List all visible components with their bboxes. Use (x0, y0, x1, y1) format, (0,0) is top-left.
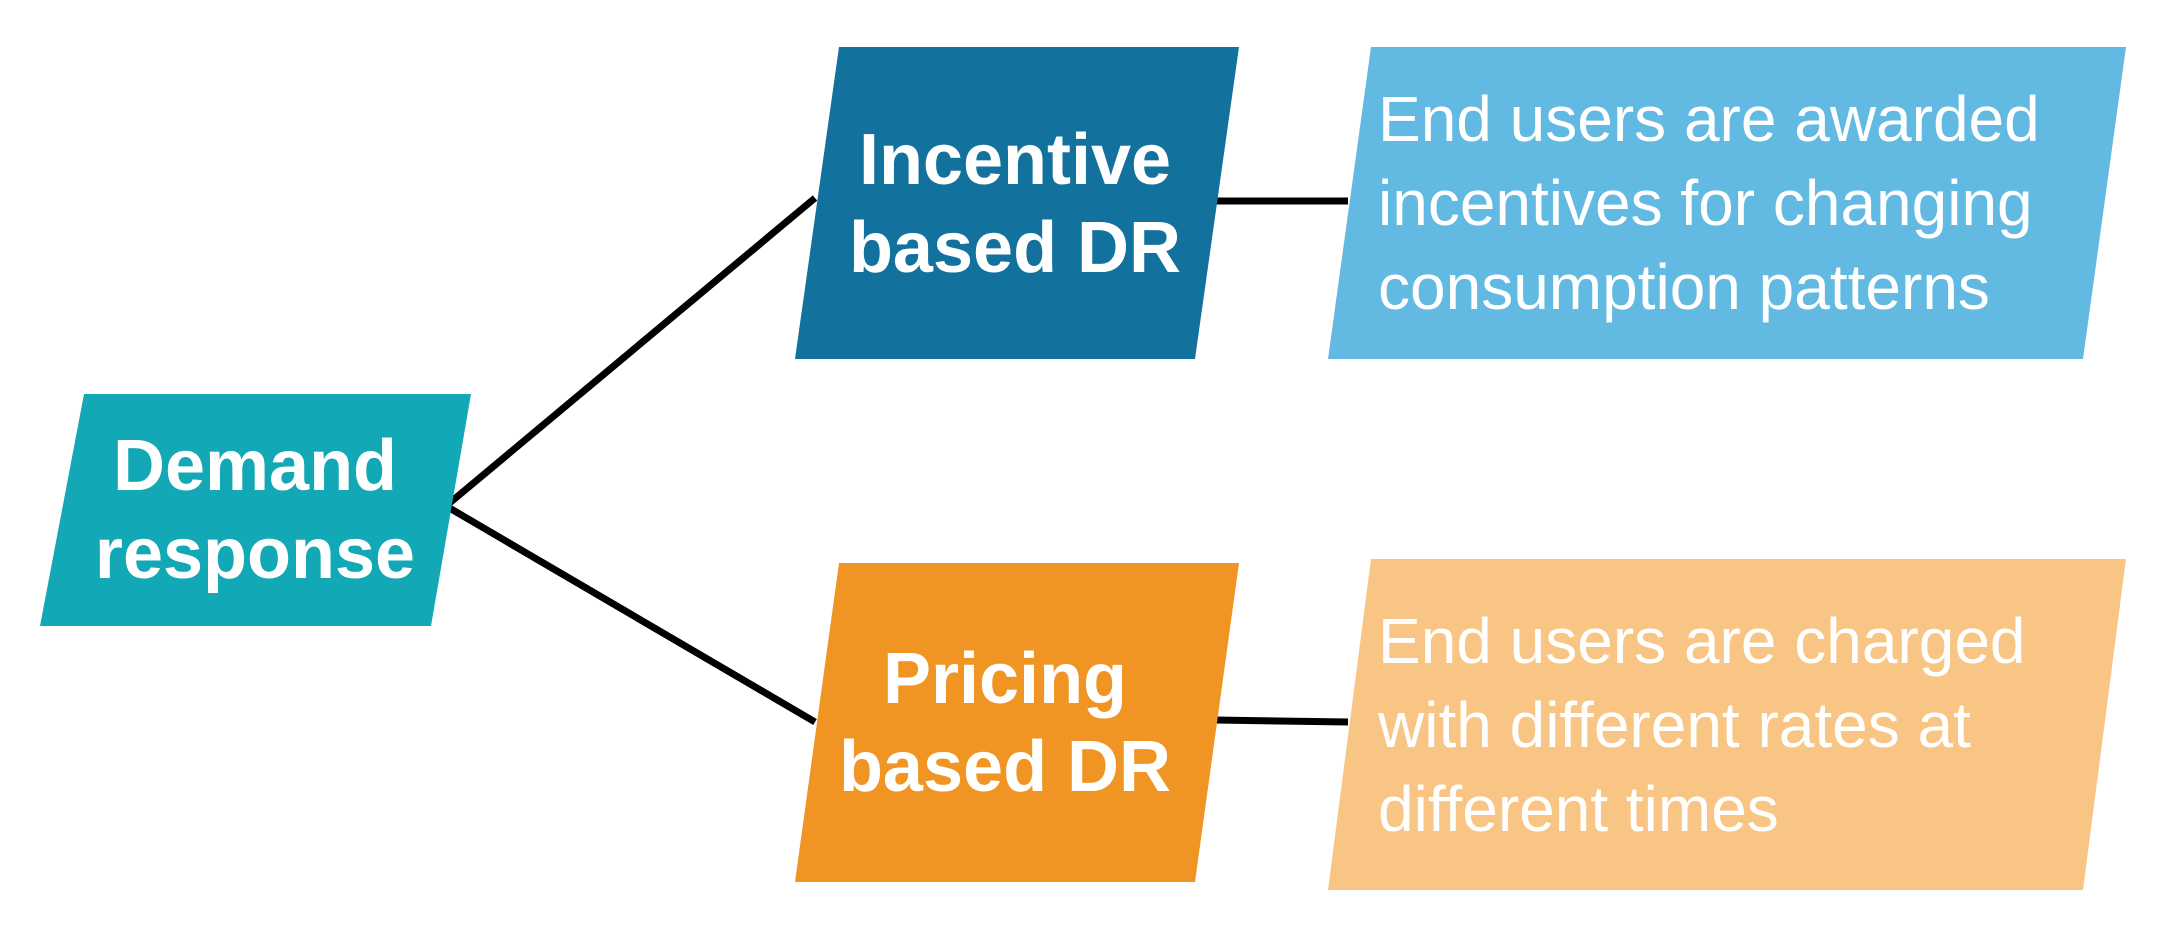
connector-root-to-pricing (444, 502, 817, 726)
connector-root-to-incentive (443, 195, 818, 509)
root-shape (40, 394, 471, 626)
pricing-description-line-1: End users are charged (1378, 604, 2026, 677)
pricing-shape (795, 563, 1239, 882)
pricing-based-dr-label-line-2: based DR (838, 726, 1172, 807)
incentive-shape (795, 47, 1239, 359)
incentive-description-node: End users are awarded incentives for cha… (1378, 47, 2078, 359)
pricing-description-line-2: with different rates at (1378, 688, 1971, 761)
demand-response-label-line-1: Demand (112, 426, 398, 506)
pricing-description-node: End users are charged with different rat… (1378, 559, 2078, 890)
pricing-based-dr-node: Pricing based DR (810, 563, 1200, 882)
incentive-based-dr-label-line-2: based DR (848, 208, 1182, 288)
connector-pricing-to-description (1214, 716, 1349, 726)
pricing-description-line-3: different times (1378, 772, 1779, 845)
pricing-description-shape (1328, 559, 2126, 890)
demand-response-node: Demand response (60, 394, 450, 626)
incentive-description-line-3: consumption patterns (1378, 251, 1990, 323)
incentive-description-shape (1328, 47, 2126, 359)
incentive-description-line-1: End users are awarded (1378, 83, 2040, 155)
incentive-description-line-2: incentives for changing (1378, 167, 2033, 239)
demand-response-label-line-2: response (94, 514, 416, 594)
incentive-based-dr-node: Incentive based DR (820, 47, 1210, 359)
pricing-based-dr-label-line-1: Pricing (882, 638, 1128, 719)
incentive-based-dr-label-line-1: Incentive (858, 120, 1172, 200)
